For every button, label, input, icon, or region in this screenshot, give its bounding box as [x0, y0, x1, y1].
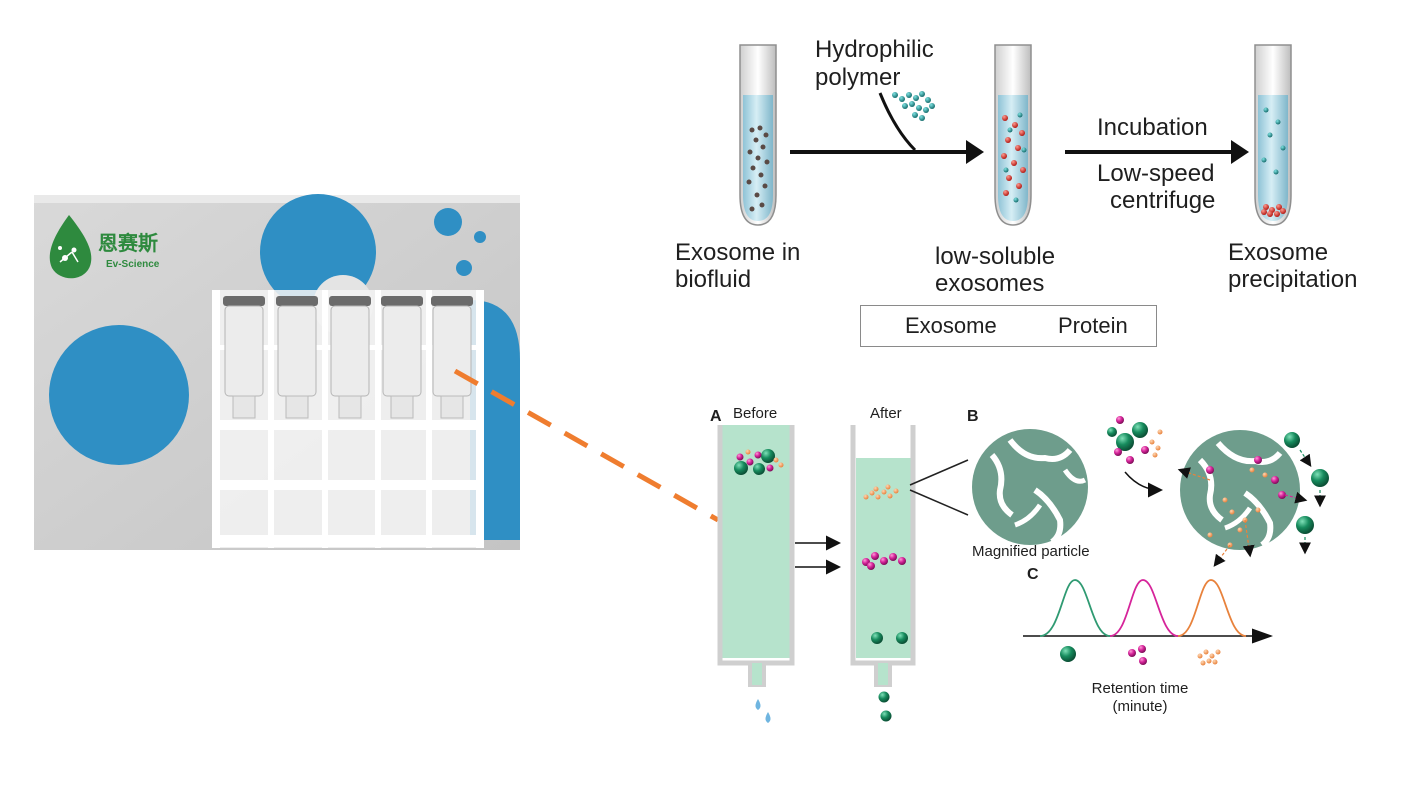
brand-name-en: Ev-Science: [106, 259, 160, 270]
polymer-particles: [892, 91, 935, 121]
peak-magenta: [1109, 579, 1179, 637]
reagent-label-line1: Hydrophilic: [815, 36, 934, 63]
water-drop-icon: [755, 699, 771, 723]
precipitation-diagram: [739, 44, 1292, 333]
sample-particles: [1107, 416, 1163, 464]
magnified-particle: [972, 429, 1088, 545]
tube-low-soluble: [994, 44, 1032, 226]
photo-blue-circle: [434, 208, 462, 236]
column-before: [717, 425, 795, 723]
tube-precipitation: [1254, 44, 1292, 226]
chromatogram: [1023, 579, 1273, 666]
step-centrifuge-label-line2: centrifuge: [1110, 187, 1216, 214]
tube-biofluid: [739, 44, 777, 226]
photo-blue-circle: [474, 231, 486, 243]
brand-logo: [49, 215, 92, 279]
peak-green: [1039, 579, 1111, 637]
legend-box: [860, 305, 1157, 347]
step-centrifuge-label-line1: Low-speed: [1097, 160, 1215, 187]
brand-name-cn: 恩赛斯: [98, 231, 158, 255]
product-photo: 恩赛斯 Ev-Science: [34, 194, 520, 550]
retention-time-unit: (minute): [1112, 698, 1168, 715]
separated-particle: [1177, 430, 1329, 567]
tube1-caption-line1: Exosome in: [675, 239, 801, 266]
tube3-caption-line2: precipitation: [1228, 266, 1358, 293]
tube2-caption-line1: low-soluble: [935, 243, 1056, 270]
legend-exosome-label: Exosome: [905, 313, 997, 338]
legend-protein-label: Protein: [1058, 313, 1128, 338]
after-label: After: [870, 405, 902, 422]
tube2-caption-line2: exosomes: [935, 270, 1045, 297]
step-incubation-label: Incubation: [1097, 114, 1208, 141]
magnified-particle-label: Magnified particle: [972, 543, 1090, 560]
photo-blue-circle: [49, 325, 189, 465]
tube1-caption-line2: biofluid: [675, 266, 752, 293]
reagent-label-line2: polymer: [815, 64, 901, 91]
tube3-caption-line1: Exosome: [1228, 239, 1329, 266]
panel-c-label: C: [1027, 566, 1039, 583]
panel-b-label: B: [967, 408, 979, 425]
connector-dashed-line: [453, 368, 720, 523]
panel-a-label: A: [710, 408, 722, 425]
sec-diagram: [717, 416, 1329, 723]
photo-blue-circle: [456, 260, 472, 276]
peak-orange: [1177, 579, 1247, 637]
column-after: [850, 425, 969, 722]
retention-time-label: Retention time: [1091, 680, 1189, 697]
before-label: Before: [733, 405, 778, 422]
